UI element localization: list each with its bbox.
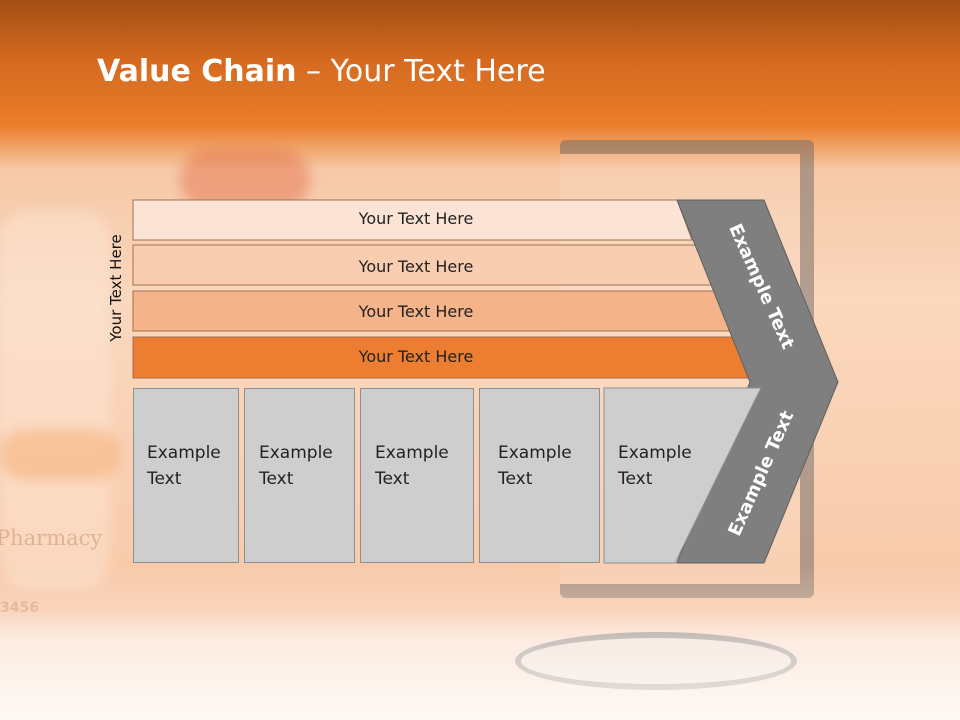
column-1-box <box>133 388 239 563</box>
column-5-shape <box>603 387 762 564</box>
bar-1-label: Your Text Here <box>358 209 474 228</box>
column-1-line1: Example <box>147 443 221 463</box>
column-5-line1: Example <box>618 443 692 463</box>
column-3-line2: Text <box>375 469 410 489</box>
column-3-text: Example Text <box>375 440 475 492</box>
reflection-fade <box>0 566 960 720</box>
column-4-box <box>479 388 600 563</box>
bar-1-shape <box>132 199 693 241</box>
column-3-box <box>360 388 474 563</box>
column-2-text: Example Text <box>259 440 359 492</box>
column-4-line2: Text <box>498 469 533 489</box>
column-5-line2: Text <box>618 469 653 489</box>
bar-3-label: Your Text Here <box>358 302 474 321</box>
title-rest-part: – Your Text Here <box>296 54 546 89</box>
column-2-line1: Example <box>259 443 333 463</box>
column-5-text: Example Text <box>618 440 718 492</box>
slide-title: Value Chain – Your Text Here <box>97 54 546 89</box>
column-4-text: Example Text <box>498 440 598 492</box>
background-bottle-shape <box>0 210 110 590</box>
column-3-line1: Example <box>375 443 449 463</box>
column-2-box <box>244 388 355 563</box>
column-1-line2: Text <box>147 469 182 489</box>
column-1-text: Example Text <box>147 440 247 492</box>
background-pharmacy-text: Pharmacy <box>0 526 103 550</box>
title-bold-part: Value Chain <box>97 54 297 89</box>
bar-4-label: Your Text Here <box>358 347 474 366</box>
background-label-shape <box>0 430 120 480</box>
bar-2-label: Your Text Here <box>358 257 474 276</box>
column-4-line1: Example <box>498 443 572 463</box>
column-2-line2: Text <box>259 469 294 489</box>
